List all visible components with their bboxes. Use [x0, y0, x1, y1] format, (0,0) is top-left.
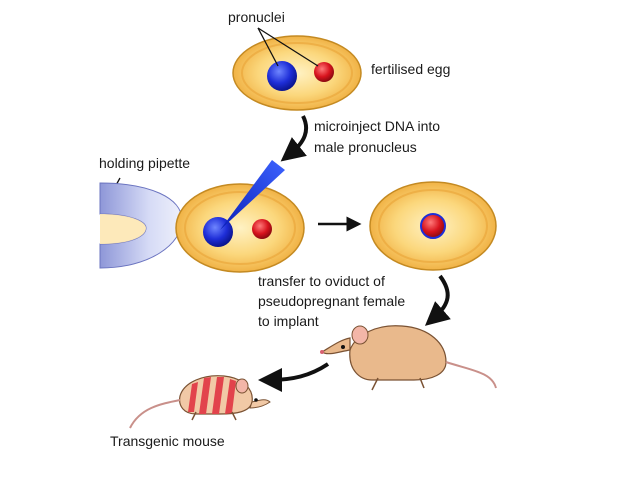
transfer-label-line3: to implant — [258, 313, 319, 329]
injection-needle — [220, 160, 285, 230]
holding-pipette — [99, 182, 183, 269]
fertilised-egg-label: fertilised egg — [371, 61, 450, 77]
fused-nucleus — [420, 213, 446, 239]
curved-arrow-icon-2 — [424, 274, 451, 326]
transfer-label-line1: transfer to oviduct of — [258, 273, 385, 289]
holding-pipette-label: holding pipette — [99, 155, 190, 171]
injected-egg — [369, 181, 497, 271]
transfer-label-line2: pseudopregnant female — [258, 293, 405, 309]
pronuclei-label: pronuclei — [228, 9, 285, 25]
female-pronucleus-injected — [252, 219, 272, 239]
curved-arrow-icon — [280, 115, 309, 162]
female-mouse-icon — [320, 325, 497, 391]
curved-arrow-icon-3 — [258, 362, 330, 392]
pronuclei-pointer-lines — [257, 27, 319, 67]
microinject-label-line1: microinject DNA into — [314, 118, 440, 134]
transgenic-mouse-label: Transgenic mouse — [110, 433, 225, 449]
microinject-label-line2: male pronucleus — [314, 139, 417, 155]
fertilised-egg — [232, 35, 362, 111]
injection-egg — [175, 183, 305, 273]
transgenic-mouse-icon — [129, 375, 271, 429]
female-pronucleus — [314, 62, 334, 82]
male-pronucleus — [267, 61, 297, 91]
